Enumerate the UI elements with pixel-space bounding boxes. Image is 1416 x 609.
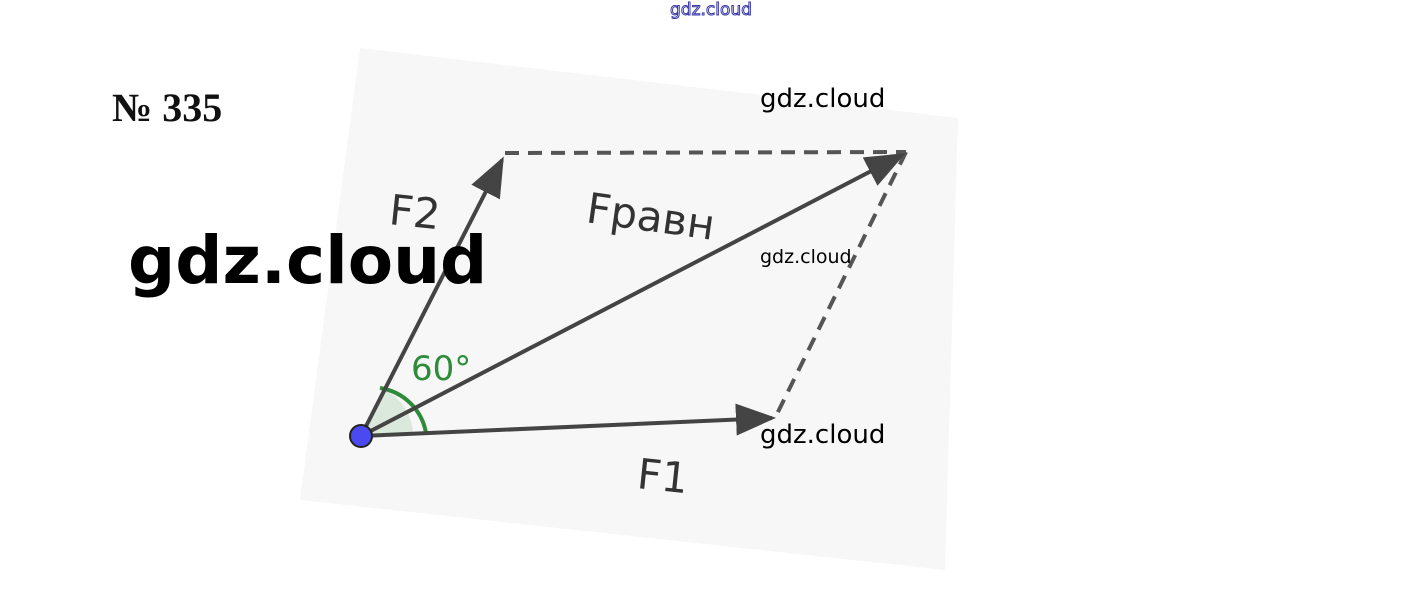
origin-point xyxy=(349,424,373,448)
label-f1: F1 xyxy=(635,449,691,503)
angle-label: 60° xyxy=(411,349,471,389)
watermark: gdz.cloud xyxy=(128,222,488,299)
watermark-top: gdz.cloud xyxy=(670,0,753,21)
watermark: gdz.cloud xyxy=(760,420,886,450)
watermark: gdz.cloud xyxy=(760,246,852,268)
vector-f1 xyxy=(360,403,776,438)
vector-f2 xyxy=(359,156,504,437)
watermark: gdz.cloud xyxy=(760,84,886,114)
problem-number: № 335 xyxy=(112,85,223,130)
background-image xyxy=(300,48,958,570)
angle-arc xyxy=(379,386,428,434)
angle-sector xyxy=(361,389,413,436)
dashed-side-right xyxy=(773,151,908,419)
label-f2: F2 xyxy=(387,185,443,239)
vector-resultant xyxy=(360,153,906,438)
dashed-side-top xyxy=(504,150,907,155)
